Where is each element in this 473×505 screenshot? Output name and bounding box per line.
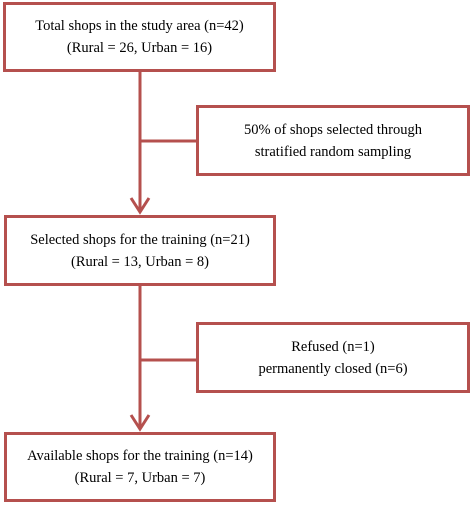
- available-shops-count: Available shops for the training (n=14): [27, 448, 253, 464]
- excluded-shops-box: Refused (n=1) permanently closed (n=6): [196, 322, 470, 393]
- total-shops-count: Total shops in the study area (n=42): [35, 18, 244, 34]
- arrowhead-into-selected: [129, 197, 151, 215]
- sampling-method-line1: 50% of shops selected through: [244, 121, 422, 138]
- closed-count: permanently closed (n=6): [258, 360, 408, 377]
- total-shops-breakdown: (Rural = 26, Urban = 16): [66, 40, 213, 56]
- sampling-method-box: 50% of shops selected through stratified…: [196, 105, 470, 176]
- arrowhead-into-available: [129, 414, 151, 432]
- refused-count: Refused (n=1): [291, 338, 375, 355]
- selected-shops-breakdown: (Rural = 13, Urban = 8): [71, 253, 209, 270]
- available-shops-breakdown: (Rural = 7, Urban = 7): [74, 470, 206, 486]
- selected-shops-count: Selected shops for the training (n=21): [30, 231, 250, 248]
- sampling-method-line2: stratified random sampling: [254, 143, 412, 160]
- available-shops-box: Available shops for the training (n=14) …: [4, 432, 276, 502]
- selected-shops-box: Selected shops for the training (n=21) (…: [4, 215, 276, 286]
- total-shops-box: Total shops in the study area (n=42) (Ru…: [3, 2, 276, 72]
